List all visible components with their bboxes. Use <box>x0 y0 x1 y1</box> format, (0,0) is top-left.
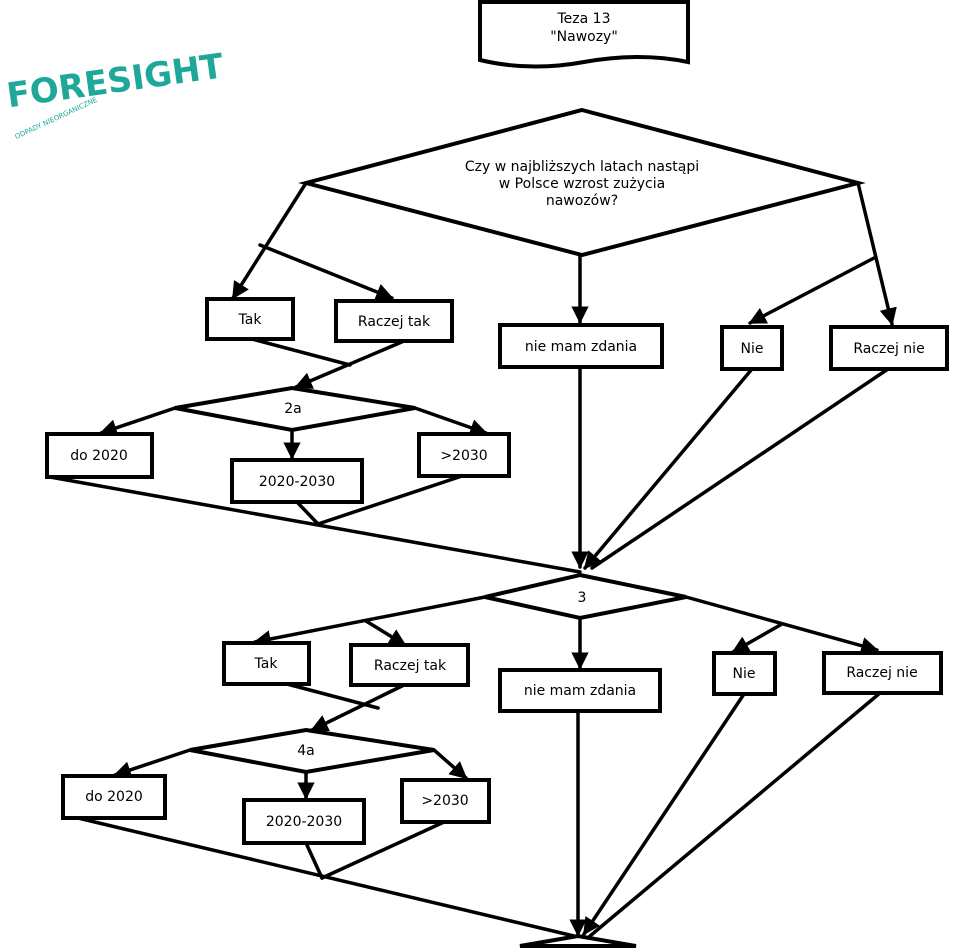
box-after-4a: >2030 <box>400 778 491 824</box>
line-tak-to-2a <box>250 337 352 367</box>
diamond-4a-label: 4a <box>297 743 315 759</box>
line-range-4a-b <box>320 820 446 880</box>
to-4a-connectors <box>285 682 406 732</box>
question-line-3: nawozów? <box>546 193 618 209</box>
4a-boxes: do 2020 2020-2030 >2030 <box>61 774 491 845</box>
level1-boxes: Tak Raczej tak nie mam zdania Nie Raczej… <box>205 297 949 371</box>
question-line-1: Czy w najbliższych latach nastąpi <box>465 159 699 175</box>
line-range-4a-a <box>304 841 324 880</box>
arrow-2a-to-do-2020 <box>99 406 177 437</box>
title-document-shape <box>478 0 690 69</box>
box-raczej-tak-3: Raczej tak <box>349 643 470 687</box>
arrow-to-tak <box>231 181 308 300</box>
box-nie-3: Nie <box>712 651 777 696</box>
label-tak-3: Tak <box>254 656 279 672</box>
box-range-2a: 2020-2030 <box>230 458 364 504</box>
box-do-2020-2a: do 2020 <box>45 432 154 479</box>
label-nie-mam-zdania-1: nie mam zdania <box>525 339 637 355</box>
box-tak-1: Tak <box>205 297 295 341</box>
box-after-2a: >2030 <box>417 432 511 478</box>
from-4a-connectors <box>113 748 468 800</box>
diamond-2a-label: 2a <box>284 401 302 417</box>
arrow-to-raczej-nie <box>856 181 897 326</box>
bottom-connectors <box>76 691 882 948</box>
label-range-2a: 2020-2030 <box>259 474 335 490</box>
question-connectors <box>231 181 897 326</box>
line-do-2020-to-3 <box>48 475 582 574</box>
diamond-3-label: 3 <box>578 590 587 606</box>
arrow-3-to-tak <box>253 595 487 648</box>
label-nie-mam-zdania-3: nie mam zdania <box>524 683 636 699</box>
box-raczej-nie-3: Raczej nie <box>822 651 943 695</box>
title-node: Teza 13 "Nawozy" <box>478 0 690 69</box>
label-range-4a: 2020-2030 <box>266 814 342 830</box>
foresight-logo: FORESIGHT ODPADY NIEORGANICZNE <box>4 46 226 141</box>
logo-wordmark: FORESIGHT <box>4 46 226 116</box>
label-do-2020-4a: do 2020 <box>85 789 143 805</box>
box-nie-mam-zdania-1: nie mam zdania <box>498 323 664 369</box>
box-nie-1: Nie <box>720 325 784 371</box>
arrow-3-to-raczej-tak <box>364 619 407 647</box>
question-diamond-shape <box>298 107 866 258</box>
label-nie-3: Nie <box>733 666 756 682</box>
line-raczej-nie-to-bottom <box>588 691 882 938</box>
box-raczej-nie-1: Raczej nie <box>829 325 949 371</box>
arrow-raczej-tak-to-2a <box>294 339 406 389</box>
label-after-4a: >2030 <box>421 793 468 809</box>
line-raczej-nie-to-3 <box>590 367 890 570</box>
label-raczej-tak-1: Raczej tak <box>358 314 431 330</box>
line-range-a <box>295 500 320 526</box>
label-do-2020-2a: do 2020 <box>70 448 128 464</box>
arrow-to-raczej-tak <box>258 243 394 301</box>
diamond-2a: 2a <box>174 385 416 433</box>
arrow-raczej-tak-to-4a <box>310 683 406 732</box>
arrow-4a-to-after <box>432 748 468 780</box>
label-raczej-tak-3: Raczej tak <box>374 658 447 674</box>
label-nie-1: Nie <box>741 341 764 357</box>
to-3-connectors <box>48 365 890 574</box>
box-range-4a: 2020-2030 <box>242 798 366 845</box>
question-diamond: Czy w najbliższych latach nastąpi w Pols… <box>298 107 866 258</box>
arrow-3-to-nie <box>731 622 784 654</box>
label-raczej-nie-3: Raczej nie <box>846 665 917 681</box>
2a-boxes: do 2020 2020-2030 >2030 <box>45 432 511 504</box>
label-after-2a: >2030 <box>440 448 487 464</box>
diamond-3: 3 <box>484 572 687 621</box>
question-line-2: w Polsce wzrost zużycia <box>499 176 665 192</box>
title-line-1: Teza 13 <box>557 11 611 27</box>
box-tak-3: Tak <box>222 641 311 686</box>
arrow-nie-to-3 <box>583 367 754 570</box>
box-raczej-tak-1: Raczej tak <box>334 299 454 343</box>
diamond-4a: 4a <box>189 727 435 775</box>
to-2a-connectors <box>250 337 406 389</box>
label-tak-1: Tak <box>238 312 263 328</box>
arrow-to-nie <box>748 256 876 325</box>
box-do-2020-4a: do 2020 <box>61 774 167 820</box>
label-raczej-nie-1: Raczej nie <box>853 341 924 357</box>
box-nie-mam-zdania-3: nie mam zdania <box>498 668 662 713</box>
arrow-nie-to-bottom <box>582 692 746 936</box>
from-2a-connectors <box>99 406 488 460</box>
arrow-4a-to-do-2020 <box>113 748 192 779</box>
bottom-diamond-partial <box>519 933 637 948</box>
line-range-b <box>316 474 464 526</box>
from-3-connectors <box>253 595 879 670</box>
arrow-2a-to-after <box>413 406 488 437</box>
level3-boxes: Tak Raczej tak nie mam zdania Nie Raczej… <box>222 641 943 713</box>
title-line-2: "Nawozy" <box>550 29 618 45</box>
